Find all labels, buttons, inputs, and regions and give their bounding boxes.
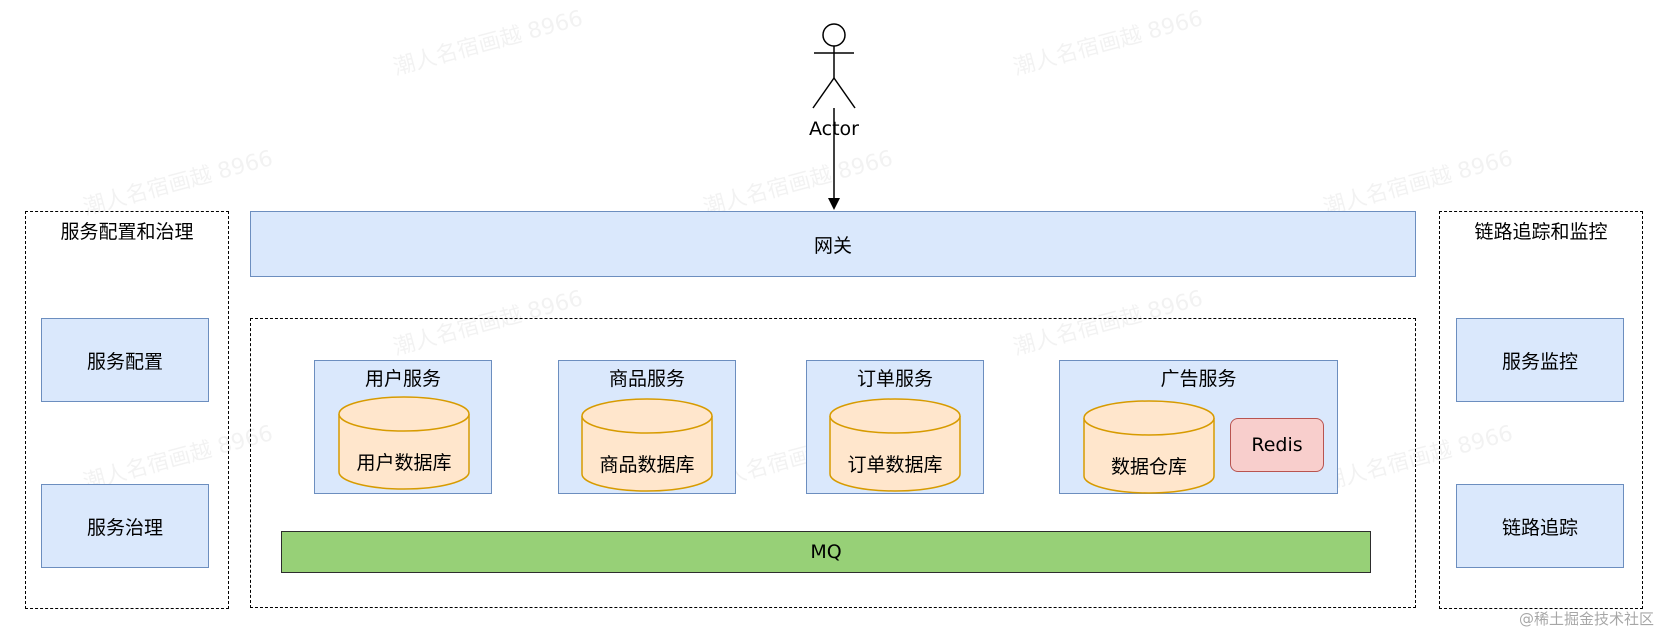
ad-service-title: 广告服务 <box>1160 368 1237 390</box>
user-database-label: 用户数据库 <box>356 452 452 474</box>
left-panel-title: 服务配置和治理 <box>60 221 194 243</box>
footer-credit: @稀土掘金技术社区 <box>1518 610 1654 628</box>
service-governance-box[interactable]: 服务治理 <box>41 484 209 568</box>
services-container <box>250 318 1416 608</box>
redis-box[interactable]: Redis <box>1230 418 1324 472</box>
product-database-label: 商品数据库 <box>599 454 695 476</box>
right-panel-tracing-monitoring: 链路追踪和监控 <box>1439 211 1643 609</box>
mq-bar[interactable]: MQ <box>281 531 1371 573</box>
watermark: 潮人名宿画越 8966 <box>1010 6 1206 81</box>
tracing-box[interactable]: 链路追踪 <box>1456 484 1624 568</box>
database-icon <box>338 396 470 490</box>
watermark: 潮人名宿画越 8966 <box>700 146 896 221</box>
gateway-box[interactable]: 网关 <box>250 211 1416 277</box>
data-warehouse-label: 数据仓库 <box>1110 456 1187 478</box>
right-panel-title: 链路追踪和监控 <box>1474 221 1608 243</box>
actor-icon[interactable] <box>800 20 870 115</box>
product-service-title: 商品服务 <box>608 368 685 390</box>
actor-to-gateway-arrow <box>828 108 840 210</box>
user-service-title: 用户服务 <box>364 368 441 390</box>
product-database-cylinder[interactable]: 商品数据库 <box>581 398 713 492</box>
order-database-label: 订单数据库 <box>847 454 943 476</box>
left-panel-service-governance: 服务配置和治理 <box>25 211 229 609</box>
watermark: 潮人名宿画越 8966 <box>80 146 276 221</box>
user-database-cylinder[interactable]: 用户数据库 <box>338 396 470 490</box>
watermark: 潮人名宿画越 8966 <box>1320 146 1516 221</box>
database-icon <box>581 398 713 492</box>
order-service-title: 订单服务 <box>856 368 933 390</box>
order-database-cylinder[interactable]: 订单数据库 <box>829 398 961 492</box>
database-icon <box>1083 400 1215 494</box>
service-monitor-box[interactable]: 服务监控 <box>1456 318 1624 402</box>
service-config-box[interactable]: 服务配置 <box>41 318 209 402</box>
data-warehouse-cylinder[interactable]: 数据仓库 <box>1083 400 1215 494</box>
watermark: 潮人名宿画越 8966 <box>390 6 586 81</box>
database-icon <box>829 398 961 492</box>
